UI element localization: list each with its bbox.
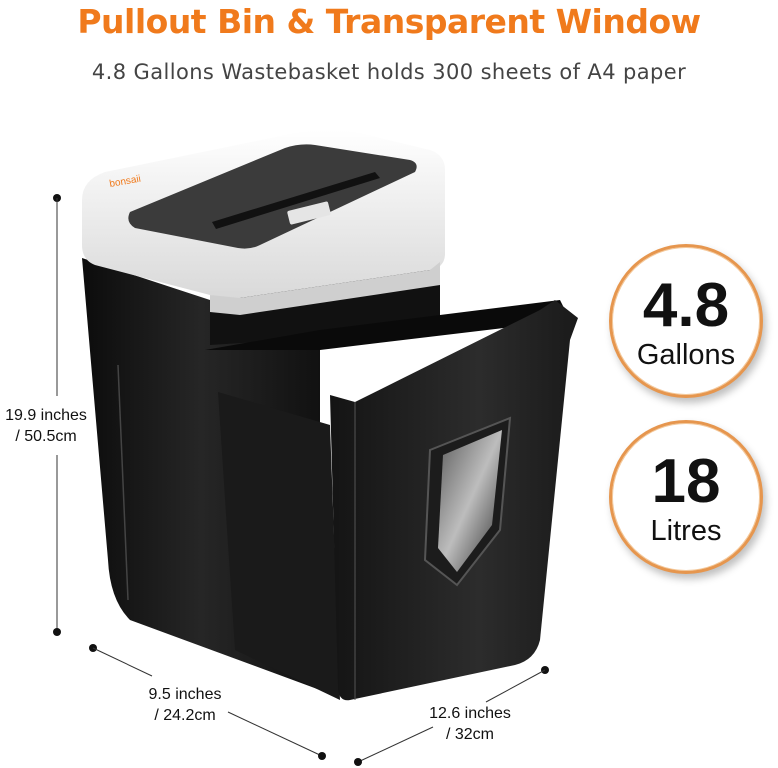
height-imperial: 19.9 inches bbox=[5, 407, 87, 424]
paper-slot bbox=[212, 172, 380, 229]
litres-unit: Litres bbox=[650, 515, 722, 547]
mode-switch bbox=[287, 201, 331, 225]
height-metric: / 50.5cm bbox=[15, 428, 77, 445]
gallons-unit: Gallons bbox=[636, 339, 736, 371]
height-dimension-label: 19.9 inches / 50.5cm bbox=[0, 405, 92, 447]
width-imperial: 9.5 inches bbox=[148, 686, 222, 703]
pullout-bin-side bbox=[218, 392, 340, 700]
pullout-bin-inner bbox=[205, 300, 570, 350]
width-dimension-line bbox=[89, 644, 326, 760]
litres-value: 18 bbox=[651, 447, 721, 516]
depth-imperial: 12.6 inches bbox=[429, 705, 511, 722]
capacity-badge-litres: 18 Litres bbox=[609, 420, 763, 574]
gallons-value: 4.8 bbox=[642, 271, 730, 340]
depth-dimension-label: 12.6 inches / 32cm bbox=[420, 703, 520, 745]
control-panel bbox=[128, 144, 417, 249]
width-dimension-label: 9.5 inches / 24.2cm bbox=[140, 684, 230, 726]
depth-dimension-line bbox=[354, 666, 549, 766]
height-dimension-line bbox=[53, 194, 61, 636]
page-title: Pullout Bin & Transparent Window bbox=[77, 2, 701, 41]
width-metric: / 24.2cm bbox=[154, 707, 216, 724]
brand-logo: bonsaii bbox=[109, 174, 142, 190]
page-subtitle: 4.8 Gallons Wastebasket holds 300 sheets… bbox=[91, 60, 687, 84]
depth-metric: / 32cm bbox=[445, 726, 494, 743]
capacity-badge-gallons: 4.8 Gallons bbox=[609, 244, 763, 398]
